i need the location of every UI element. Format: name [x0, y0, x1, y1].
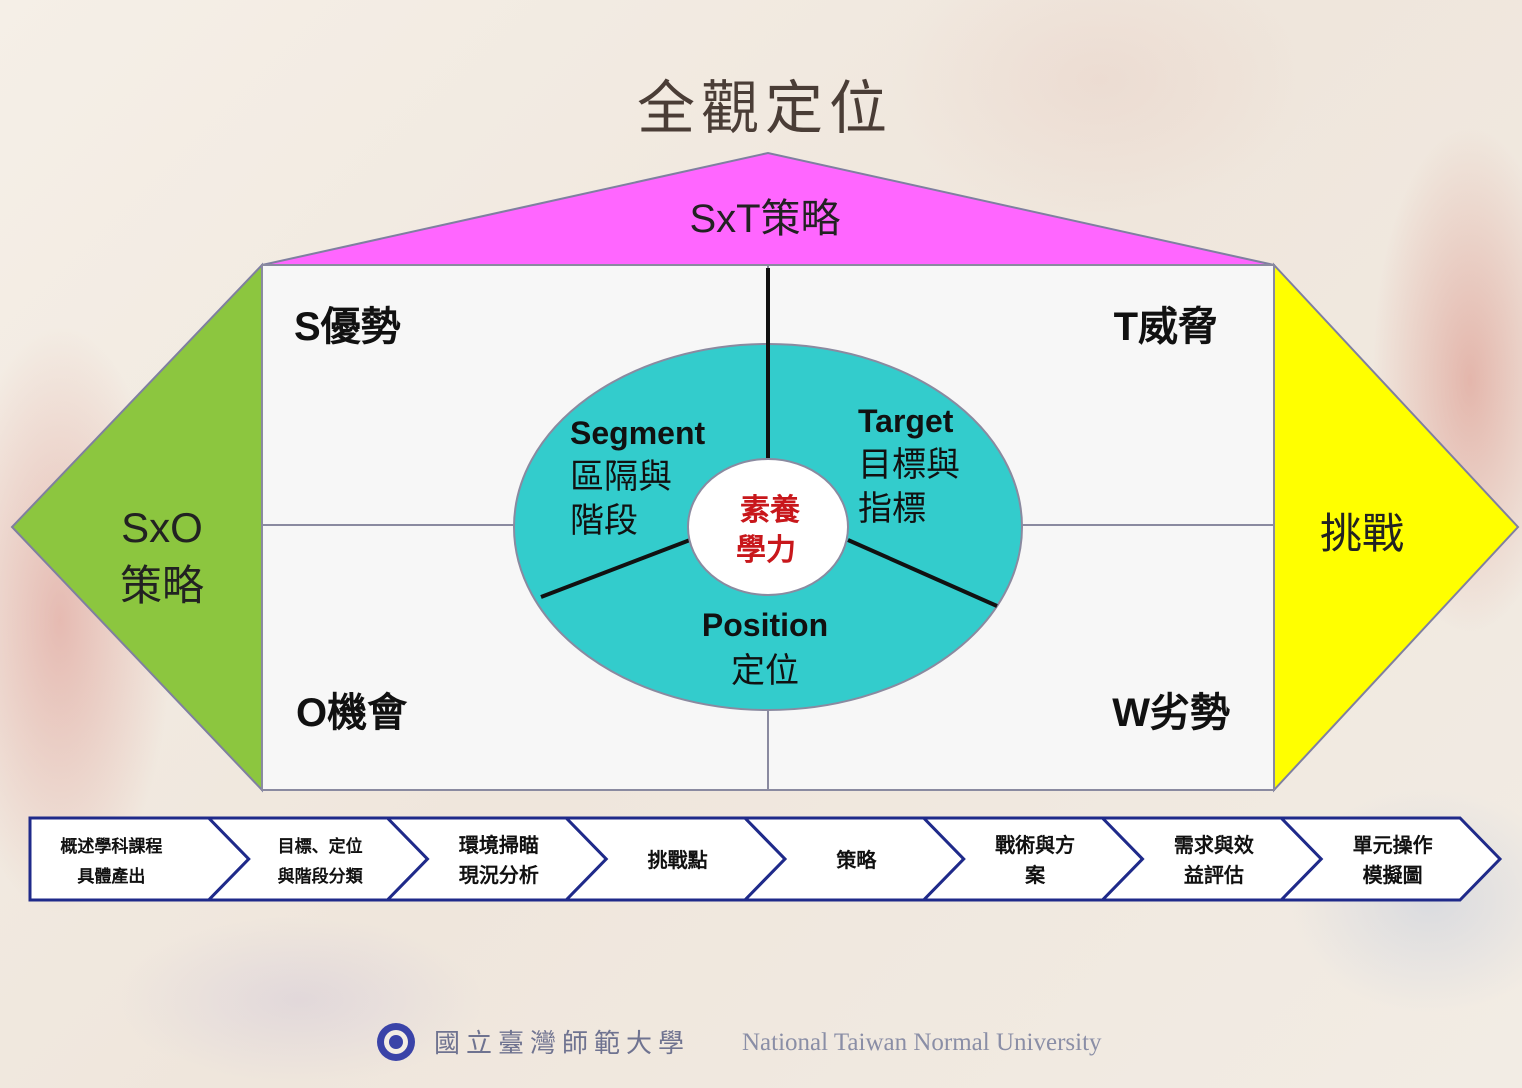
process-step-label: 目標、定位	[278, 836, 363, 857]
process-step-label: 現況分析	[459, 863, 539, 887]
quadrant-label-opportunities: O機會	[296, 691, 408, 735]
ellipse-divider-right	[847, 538, 998, 608]
position-label-zh: 定位	[731, 651, 799, 691]
roof-label: SxT策略	[689, 197, 840, 241]
core-label-line1: 素養	[740, 493, 800, 528]
process-step-label: 環境掃瞄	[459, 833, 539, 857]
process-step-label: 單元操作	[1353, 833, 1433, 857]
process-step-label: 需求與效	[1174, 833, 1254, 857]
target-label-en: Target	[858, 403, 954, 439]
segment-label-zh-line1: 區隔與	[570, 457, 672, 497]
position-label-en: Position	[702, 607, 828, 643]
process-step-label: 與階段分類	[278, 866, 364, 887]
process-step-label: 挑戰點	[648, 848, 708, 872]
core-label-line2: 學力	[736, 533, 796, 568]
right-arrow-label: 挑戰	[1320, 510, 1404, 557]
ntnu-emblem-icon	[377, 1023, 415, 1061]
process-step-label: 概述學科課程	[60, 836, 162, 857]
process-step-chevron	[28, 816, 251, 902]
quadrant-label-weaknesses: W劣勢	[1112, 691, 1230, 735]
process-step-label: 策略	[836, 848, 877, 872]
process-step-label: 具體產出	[76, 866, 145, 887]
core-circle	[687, 458, 849, 596]
footer-university-name-zh: 國立臺灣師範大學	[434, 1029, 690, 1059]
process-step-label: 益評估	[1184, 863, 1244, 887]
page-title: 全觀定位	[637, 74, 893, 142]
target-label-zh-line2: 指標	[858, 489, 926, 529]
ellipse-divider-left	[540, 538, 691, 599]
target-label-zh-line1: 目標與	[858, 445, 960, 485]
process-step-chevron	[1277, 816, 1503, 902]
footer-university-name-en: National Taiwan Normal University	[742, 1029, 1102, 1056]
left-arrow-label-line2: 策略	[120, 562, 204, 609]
segment-label-en: Segment	[570, 415, 705, 451]
process-step-label: 案	[1024, 863, 1046, 887]
quadrant-label-strengths: S優勢	[294, 305, 401, 349]
segment-label-zh-line2: 階段	[570, 501, 638, 541]
process-step-label: 戰術與方	[995, 833, 1075, 857]
process-step-label: 模擬圖	[1363, 863, 1423, 887]
left-arrow-label-line1: SxO	[121, 504, 203, 551]
quadrant-label-threats: T威脅	[1114, 305, 1218, 349]
